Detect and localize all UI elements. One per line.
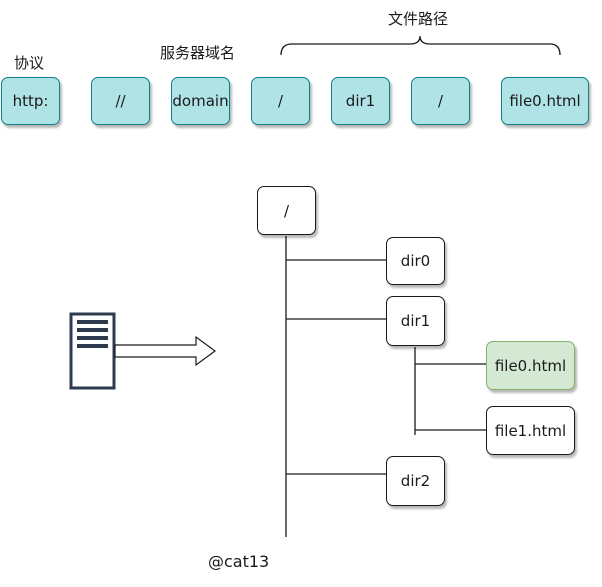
tree-dir1: dir1 (386, 296, 445, 346)
tree-root: / (257, 186, 316, 235)
url-part-slash-2: / (411, 77, 470, 125)
url-part-double-slash: // (91, 77, 150, 125)
server-icon (69, 312, 116, 390)
tree-dir0: dir0 (386, 237, 445, 285)
url-part-domain: domain (171, 77, 230, 125)
url-part-file0: file0.html (501, 77, 589, 125)
credit: @cat13 (208, 552, 270, 571)
tree-file0: file0.html (486, 341, 575, 390)
curly-brace (280, 35, 561, 56)
url-part-protocol: http: (1, 77, 60, 125)
label-server-domain: 服务器域名 (160, 44, 236, 62)
tree-dir2: dir2 (386, 456, 445, 506)
label-protocol: 协议 (14, 54, 45, 72)
label-file-path: 文件路径 (388, 10, 449, 28)
arrow-right-icon (114, 335, 217, 367)
tree-file1: file1.html (486, 406, 575, 455)
url-part-dir1: dir1 (331, 77, 390, 125)
url-part-slash-1: / (251, 77, 310, 125)
